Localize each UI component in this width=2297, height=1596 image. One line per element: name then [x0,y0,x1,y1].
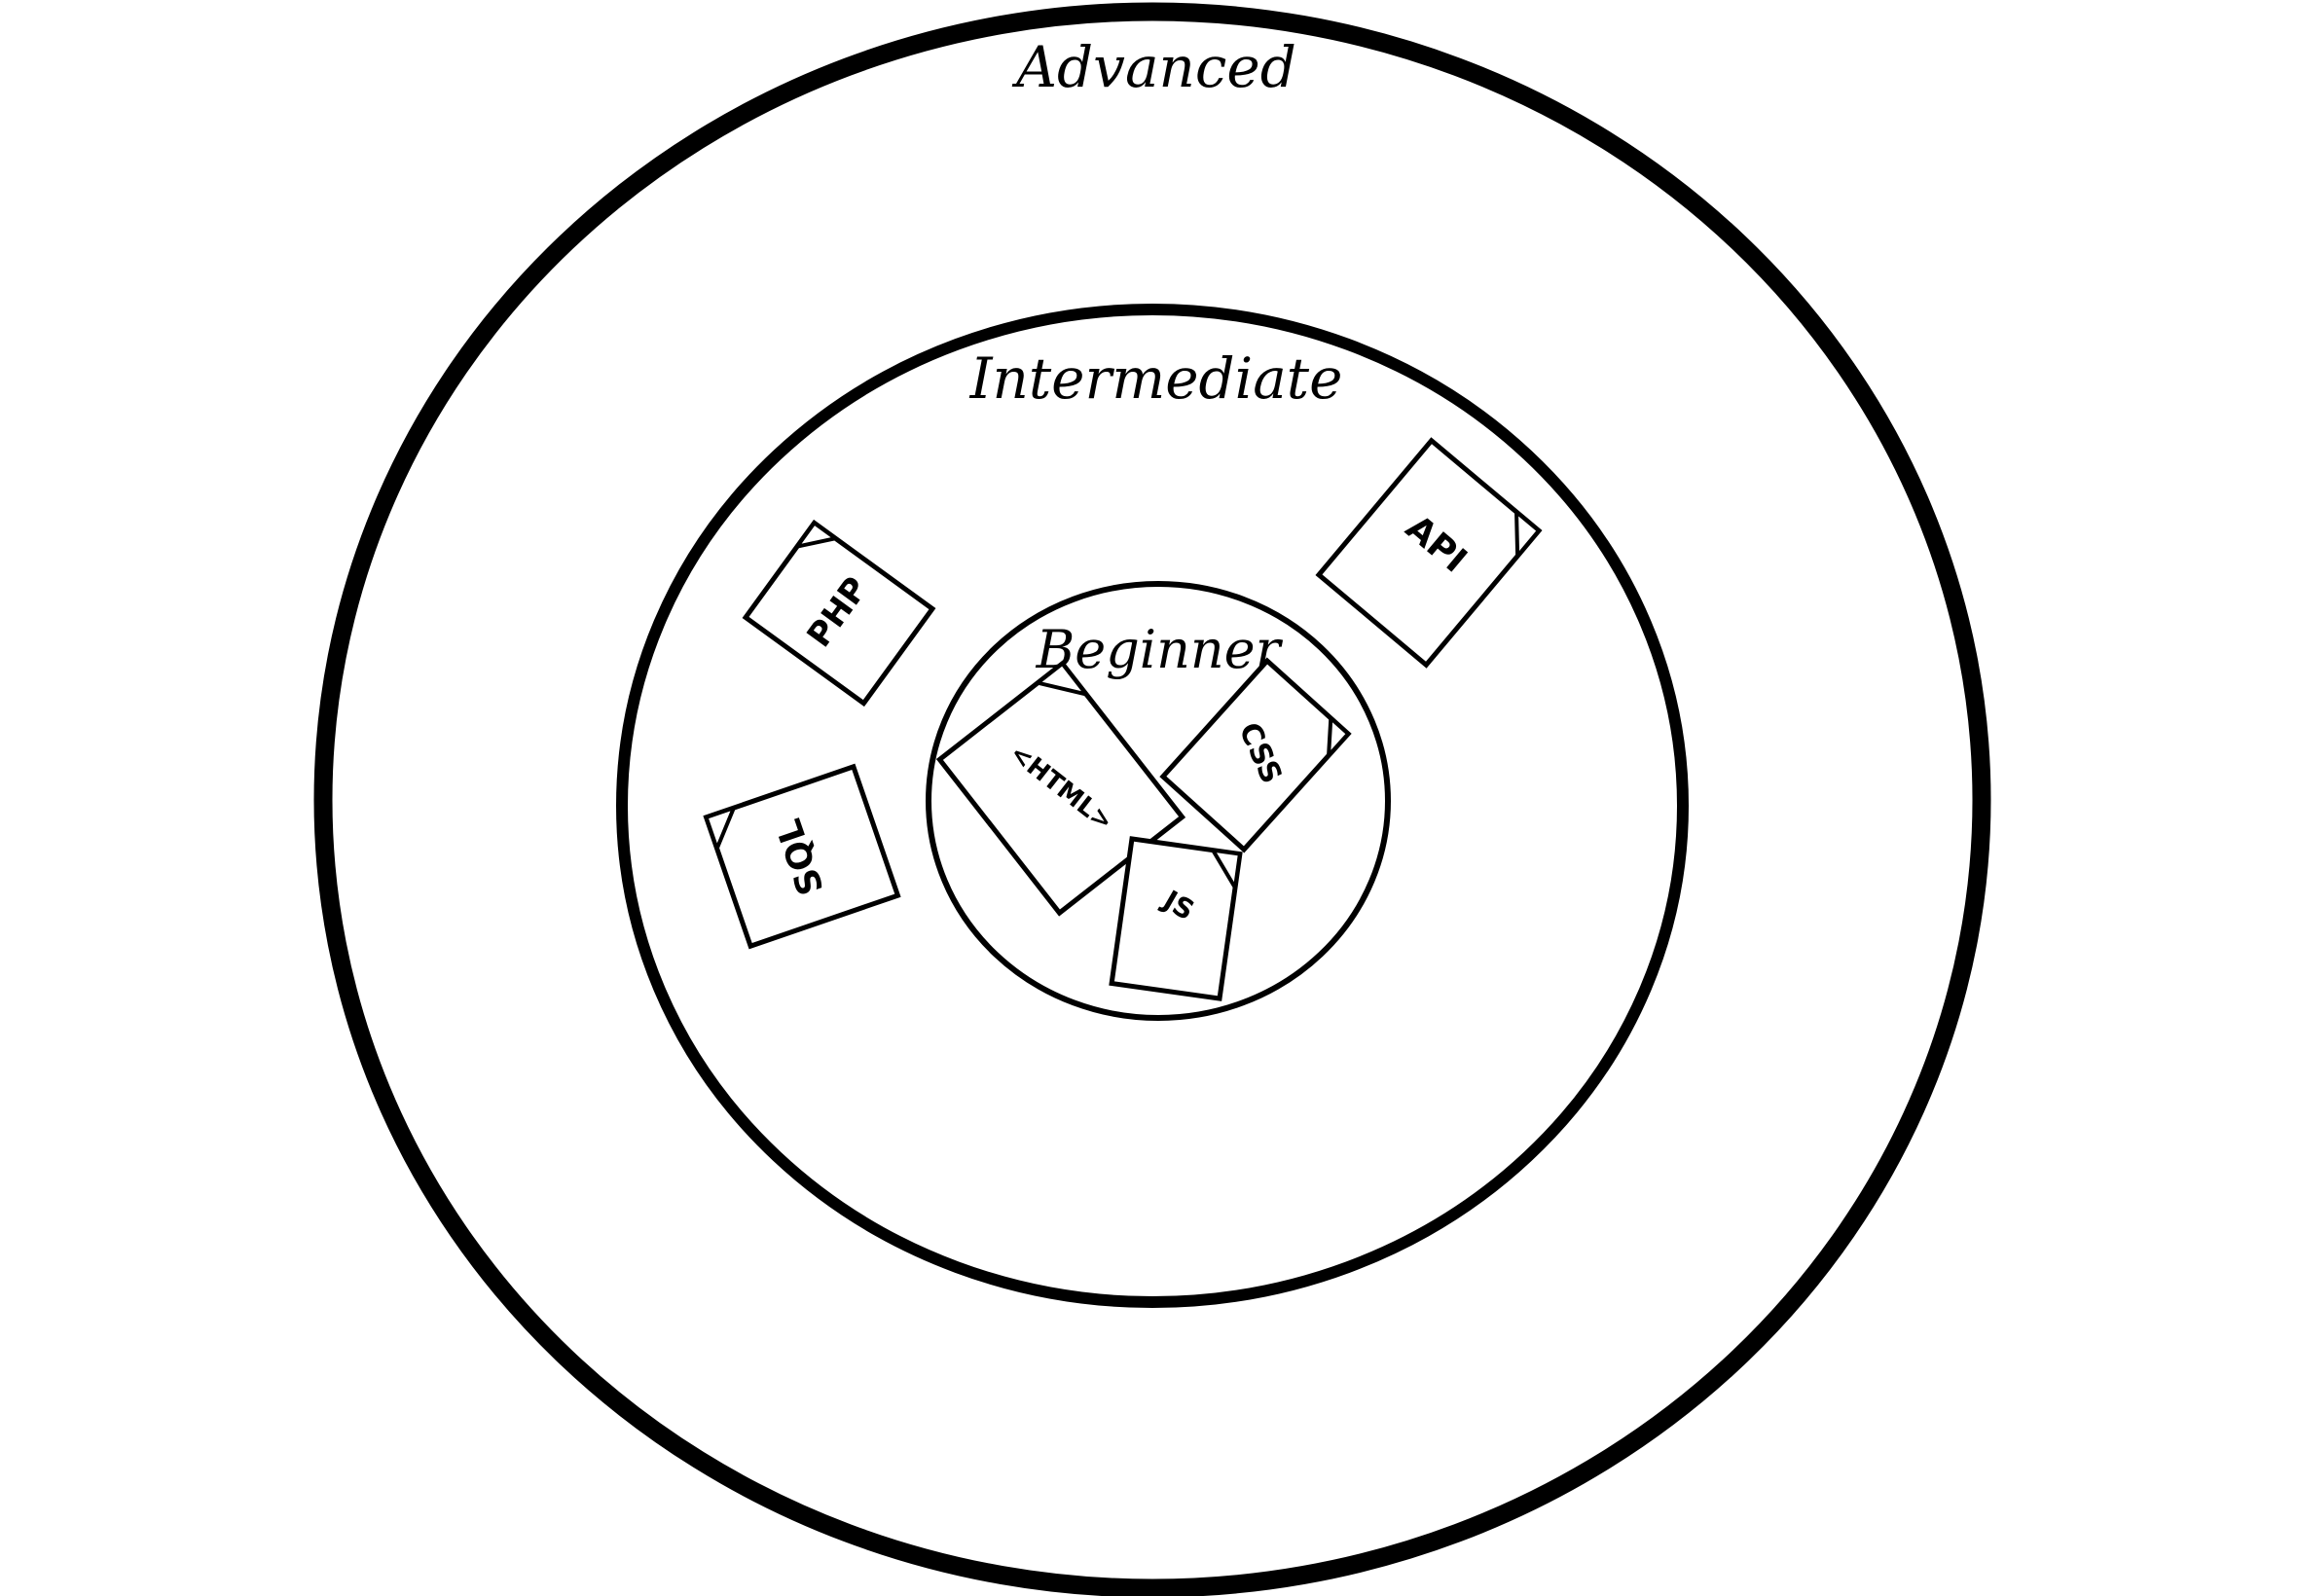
ring-beginner: Beginner [926,581,1391,1021]
ring-intermediate-outline [616,304,1689,1308]
ring-beginner-outline [926,581,1391,1021]
ring-intermediate-label: Intermediate [969,345,1343,412]
ring-advanced-label: Advanced [1011,34,1296,100]
document-css: CSS [1159,657,1352,853]
document-icon [703,763,901,950]
document-icon [742,519,936,707]
ring-beginner-label: Beginner [1036,619,1284,680]
document-php: PHP [742,519,936,707]
ring-advanced: Advanced [313,2,1991,1596]
document-icon [1109,836,1243,1001]
document-icon [935,660,1186,917]
document-js: JS [1109,836,1243,1001]
document-icon [1315,437,1543,669]
document-api: API [1315,437,1543,669]
ring-intermediate: Intermediate [616,304,1689,1308]
document-sql: SQL [703,763,901,950]
document-html: <HTML> [935,660,1186,917]
ring-advanced-outline [313,2,1991,1596]
document-icon [1159,657,1352,853]
